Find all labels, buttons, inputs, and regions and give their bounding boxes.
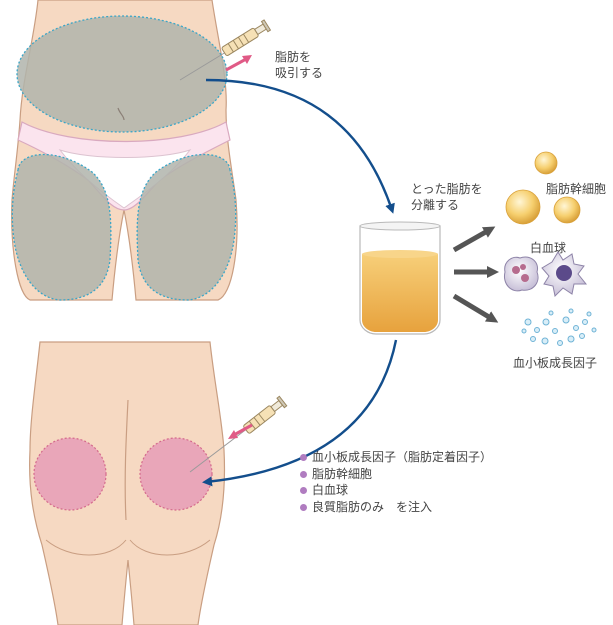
- left-buttock-target: [33, 437, 107, 511]
- target-regions-rear: [33, 437, 213, 511]
- inject-item: 白血球: [300, 482, 492, 499]
- beaker: [359, 221, 441, 335]
- pink-arrow-top: [225, 56, 249, 72]
- platelets: [521, 308, 597, 346]
- left-thigh-fat-region: [11, 153, 112, 301]
- aspirate-label: 脂肪を 吸引する: [275, 49, 323, 81]
- inject-item: 良質脂肪のみ を注入: [300, 499, 492, 516]
- right-thigh-fat-region: [136, 153, 237, 301]
- syringe-top: [179, 19, 272, 81]
- right-buttock-target: [139, 437, 213, 511]
- flow-arrow-to-beaker: [205, 78, 395, 214]
- stem-cells-label: 脂肪幹細胞: [546, 182, 607, 196]
- belly-fat-region: [16, 15, 228, 133]
- inject-item: 脂肪幹細胞: [300, 466, 492, 483]
- white-blood-cells: [503, 251, 588, 298]
- inject-list: 血小板成長因子（脂肪定着因子） 脂肪幹細胞 白血球 良質脂肪のみ を注入: [300, 449, 492, 515]
- growth-factor-label: 血小板成長因子: [513, 356, 598, 370]
- inject-item: 血小板成長因子（脂肪定着因子）: [300, 449, 492, 466]
- rear-torso: [29, 341, 226, 625]
- syringe-bottom: [189, 395, 288, 473]
- stem-cells: [505, 151, 581, 225]
- fat-regions-front: [11, 15, 237, 301]
- white-blood-cells-label: 白血球: [530, 241, 567, 255]
- gray-arrow-stem: [452, 226, 496, 253]
- separate-label: とった脂肪を 分離する: [411, 181, 483, 213]
- aspirate-label-line-2: 吸引する: [275, 66, 324, 80]
- navel: [117, 107, 125, 121]
- gray-arrow-growth: [452, 293, 499, 323]
- flow-arrow-to-body: [202, 339, 398, 487]
- separate-label-line-2: 分離する: [411, 198, 460, 212]
- fat-in-beaker: [362, 254, 438, 332]
- separate-label-line-1: とった脂肪を: [411, 182, 483, 196]
- aspirate-label-line-1: 脂肪を: [275, 50, 312, 64]
